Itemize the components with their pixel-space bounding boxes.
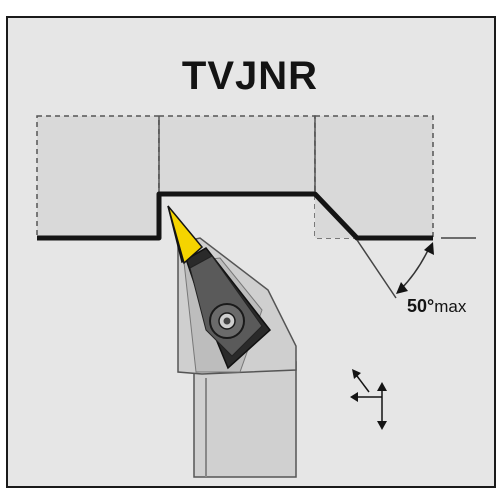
angle-arrowhead-lower <box>396 282 408 294</box>
feed-arrowhead-left <box>350 392 358 402</box>
tool-shank <box>193 361 297 478</box>
angle-arrowhead-upper <box>424 242 434 255</box>
feed-arrowhead-up-vertical <box>377 382 387 391</box>
workpiece-block-left <box>36 115 160 239</box>
workpiece-block-middle <box>158 115 316 195</box>
feed-direction-arrows <box>350 369 387 430</box>
workpiece <box>36 115 434 239</box>
screw-center <box>223 317 231 325</box>
angle-unit: max <box>434 297 467 316</box>
angle-value: 50° <box>407 296 435 316</box>
feed-arrowhead-down <box>377 421 387 430</box>
angle-line-slope <box>356 239 397 299</box>
tool-title: TVJNR <box>181 54 319 98</box>
insert-cutting-tip <box>167 205 204 265</box>
feed-arrowhead-up <box>352 369 361 379</box>
machined-profile <box>37 191 433 241</box>
approach-angle-label: 50°max <box>407 296 466 317</box>
